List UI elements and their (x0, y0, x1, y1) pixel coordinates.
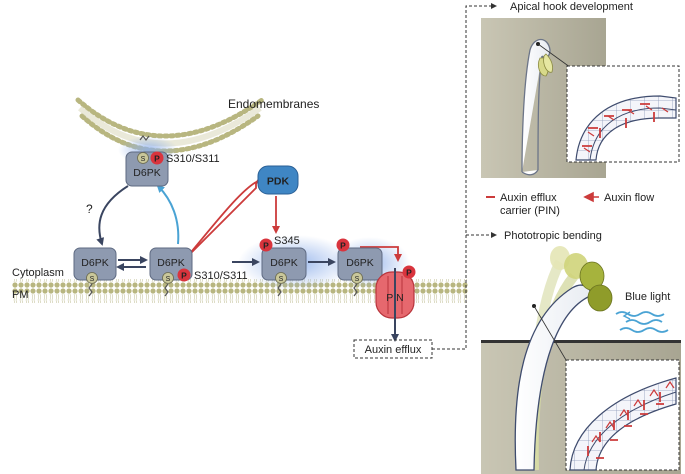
cotyledon (587, 284, 613, 312)
legend-flow-swatch (583, 191, 599, 203)
site-label-s310-s311: S310/S311 (166, 153, 220, 165)
connector-to-apical-hook (432, 3, 497, 350)
phospho-badge (150, 151, 164, 165)
apical-hook-panel (481, 18, 680, 178)
phototropic-title: Phototropic bending (504, 230, 602, 242)
d6pk-active: D6PK P S (336, 238, 383, 297)
site-label-s345: S345 (274, 235, 300, 247)
serine-badge (137, 152, 149, 164)
pdk-link-line (185, 180, 259, 259)
serine-badge (162, 272, 174, 284)
d6pk-label: D6PK (270, 257, 297, 269)
d6pk-label: D6PK (346, 257, 373, 269)
svg-text:P: P (406, 268, 412, 278)
phototropism-panel (481, 246, 681, 474)
svg-text:S: S (279, 276, 284, 283)
d6pk-label: D6PK (81, 257, 108, 269)
pdk-label: PDK (267, 176, 290, 188)
phospho-badge (177, 268, 191, 282)
d6pk-label: D6PK (133, 167, 160, 179)
legend-carrier-label-2: carrier (PIN) (500, 205, 560, 217)
blue-light-waves (615, 311, 669, 333)
d6pk-endomembrane: D6PK S P (125, 135, 169, 187)
endomembranes-label: Endomembranes (228, 97, 319, 111)
auxin-flow-arrows (591, 380, 675, 443)
cotyledon (543, 53, 553, 73)
pm-label: PM (12, 289, 29, 301)
d6pk-pm-unphosphorylated: D6PK S (73, 247, 117, 297)
svg-text:P: P (263, 241, 269, 251)
serine-badge (275, 272, 287, 284)
auxin-flow-arrows (583, 105, 669, 153)
serine-badge (86, 272, 98, 284)
svg-text:S: S (166, 276, 171, 283)
svg-text:S: S (355, 276, 360, 283)
svg-text:P: P (340, 241, 346, 251)
auxin-efflux-label: Auxin efflux (365, 344, 422, 356)
svg-text:P: P (181, 271, 187, 281)
cytoplasm-label: Cytoplasm (12, 267, 64, 279)
arrow-endo-to-pm (96, 185, 129, 246)
blue-light-label: Blue light (625, 291, 670, 303)
legend-carrier-label: Auxin efflux (500, 192, 557, 204)
phospho-badge (259, 238, 273, 252)
pdk-node: PDK (257, 165, 299, 195)
site-label-s310-s311: S310/S311 (194, 270, 248, 282)
question-mark: ? (86, 202, 93, 216)
serine-badge (351, 272, 363, 284)
apical-hook-title: Apical hook development (510, 1, 633, 13)
phospho-badge (402, 265, 416, 279)
svg-text:S: S (141, 156, 146, 163)
svg-text:P: P (154, 154, 160, 164)
legend-flow-label: Auxin flow (604, 192, 654, 204)
arrow-pm-to-endo (156, 184, 180, 245)
arrow-d6pk-to-pin (360, 246, 402, 262)
phospho-badge (336, 238, 350, 252)
svg-text:S: S (90, 276, 95, 283)
d6pk-label: D6PK (157, 257, 184, 269)
d6pk-pm-phosphorylated: D6PK S P (149, 247, 193, 297)
d6pk-s345: D6PK P S (259, 238, 307, 297)
